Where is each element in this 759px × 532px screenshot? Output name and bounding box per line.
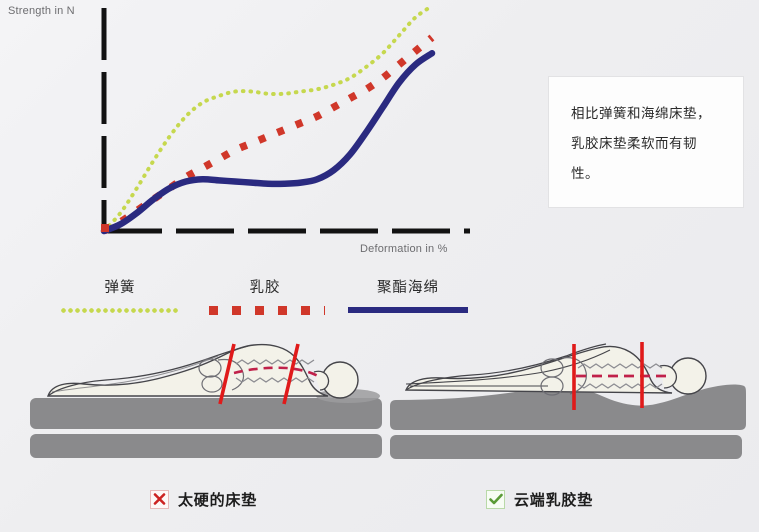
alignment-bar-left-1 — [218, 343, 236, 405]
legend-swatch-spring — [60, 307, 180, 314]
figure-firm-mattress — [28, 332, 392, 477]
origin-marker — [101, 224, 109, 232]
neck-left — [313, 370, 330, 391]
figure-right-canvas — [390, 342, 746, 459]
spine-right — [576, 363, 668, 389]
callout-box: 相比弹簧和海绵床垫，乳胶床垫柔软而有韧性。 — [548, 76, 744, 208]
callout-text: 相比弹簧和海绵床垫，乳胶床垫柔软而有韧性。 — [571, 106, 711, 182]
body-contour-leg-left — [47, 345, 249, 397]
series-spring-line — [102, 4, 434, 233]
spine-centerline-left — [233, 366, 319, 378]
caption-text-left: 太硬的床垫 — [178, 491, 258, 509]
strength-deformation-chart: Strength in N Deformation in % — [0, 0, 520, 262]
cross-icon — [150, 490, 169, 509]
spine-left — [233, 359, 319, 383]
y-axis-label: Strength in N — [8, 5, 75, 17]
body-contour-arm-right — [405, 349, 611, 385]
chart-canvas — [100, 4, 470, 235]
legend-item-spring: 弹簧 — [60, 276, 180, 314]
legend-item-latex: 乳胶 — [205, 276, 325, 315]
body-contour-leg-right — [405, 343, 607, 391]
legend-item-foam: 聚酯海绵 — [348, 276, 468, 313]
neck-right — [659, 364, 678, 389]
mattress-base-layer-right — [390, 435, 742, 459]
legend-label-spring: 弹簧 — [104, 280, 136, 296]
alignment-bar-left-2 — [282, 343, 300, 405]
body-contour-arm-left — [51, 355, 219, 393]
legend-label-foam: 聚酯海绵 — [377, 280, 439, 296]
caption-firm-mattress: 太硬的床垫 — [150, 489, 257, 510]
mattress-top-layer-left — [30, 398, 382, 429]
figure-left-canvas — [30, 343, 382, 458]
legend-swatch-latex — [205, 306, 325, 315]
legend-label-latex: 乳胶 — [249, 280, 281, 296]
figure-latex-mattress — [388, 332, 752, 477]
chart-legend: 弹簧 乳胶 聚酯海绵 — [0, 270, 520, 326]
check-icon — [486, 490, 505, 509]
caption-text-right: 云端乳胶垫 — [514, 491, 594, 509]
x-axis-label: Deformation in % — [360, 243, 448, 255]
legend-swatch-foam — [348, 307, 468, 313]
mattress-base-layer-left — [30, 434, 382, 458]
mattress-top-layer-right — [390, 384, 746, 430]
series-foam-line — [100, 50, 436, 235]
caption-latex-mattress: 云端乳胶垫 — [486, 489, 593, 510]
